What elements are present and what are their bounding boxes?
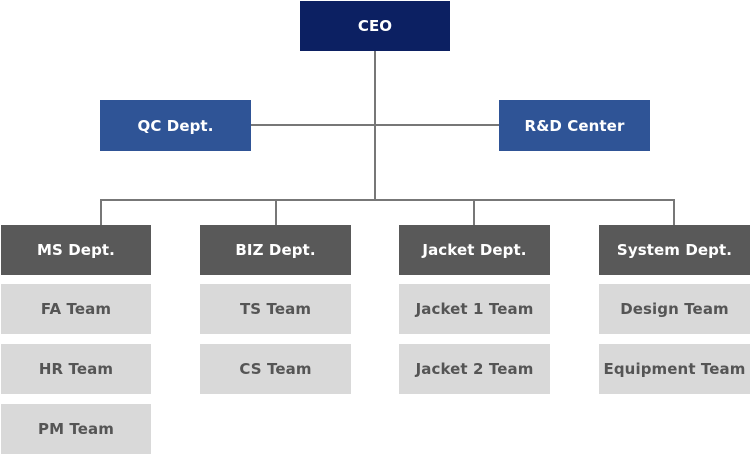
design-team-box: Design Team [599,284,750,334]
biz-dept-drop-line [275,199,277,225]
biz-dept-box: BIZ Dept. [200,225,351,275]
ts-team-box: TS Team [200,284,351,334]
system-dept-drop-line [673,199,675,225]
rd-center-box: R&D Center [499,100,650,151]
cs-team-box: CS Team [200,344,351,394]
ms-dept-box: MS Dept. [1,225,151,275]
ceo-box: CEO [300,1,450,51]
jacket-dept-box: Jacket Dept. [399,225,550,275]
equipment-team-box: Equipment Team [599,344,750,394]
departments-bus-line [100,199,675,201]
side-units-connector-line [250,124,500,126]
jacket-dept-drop-line [473,199,475,225]
jacket-2-team-box: Jacket 2 Team [399,344,550,394]
fa-team-box: FA Team [1,284,151,334]
system-dept-box: System Dept. [599,225,750,275]
pm-team-box: PM Team [1,404,151,454]
qc-dept-box: QC Dept. [100,100,251,151]
ms-dept-drop-line [100,199,102,225]
hr-team-box: HR Team [1,344,151,394]
jacket-1-team-box: Jacket 1 Team [399,284,550,334]
